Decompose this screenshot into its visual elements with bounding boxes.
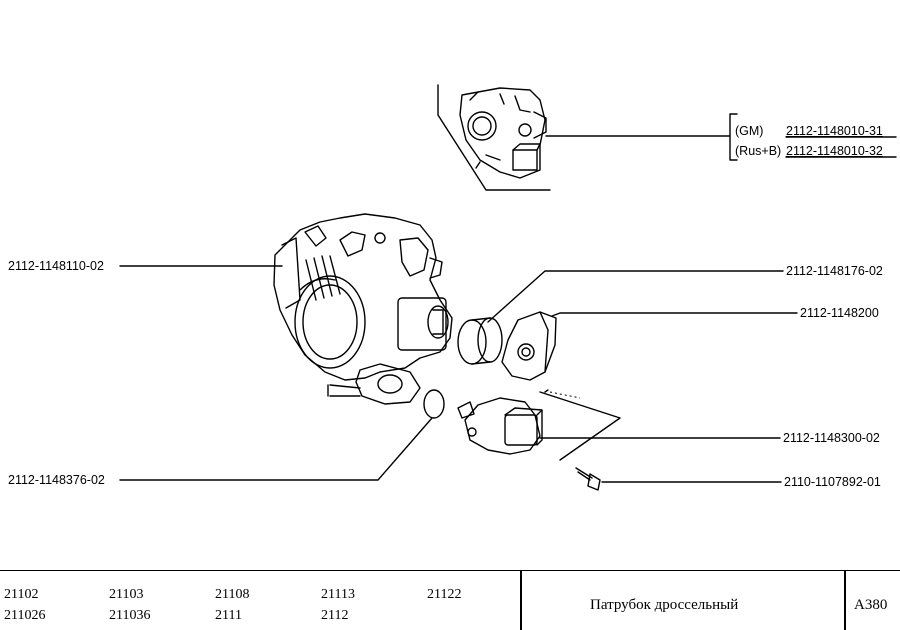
spacer-drawing <box>457 317 503 365</box>
model-number: 21108 <box>215 587 250 602</box>
position-sensor-part-number[interactable]: 2112-1148200 <box>800 306 879 320</box>
throttle-body-part-number[interactable]: 2112-1148110-02 <box>8 259 104 273</box>
idle-regulator-part-number[interactable]: 2112-1148300-02 <box>783 431 880 445</box>
model-number: 21102 <box>4 587 39 602</box>
model-number: 211036 <box>109 608 151 623</box>
inset-gm-variant-label: (GM) <box>735 124 764 138</box>
leader-o-ring <box>119 417 433 481</box>
screw-drawing <box>575 467 601 491</box>
spacer-part-number[interactable]: 2112-1148176-02 <box>786 264 883 278</box>
position-sensor-drawing <box>501 311 557 381</box>
model-number: 211026 <box>4 608 46 623</box>
parts-diagram <box>119 84 897 491</box>
inset-frame <box>437 84 551 191</box>
model-number: 21113 <box>321 587 355 602</box>
o-ring-drawing <box>423 389 445 419</box>
model-number: 21103 <box>109 587 144 602</box>
page-title: Патрубок дроссельный <box>590 597 739 613</box>
page-code: A380 <box>854 597 888 613</box>
inset-rusb-variant-label: (Rus+B) <box>735 144 782 158</box>
inset-gm-part-number[interactable]: 2112-1148010-31 <box>786 124 883 138</box>
model-number: 2112 <box>321 608 349 623</box>
inset-assembly-drawing <box>459 87 547 179</box>
footer-divider <box>844 571 846 630</box>
throttle-body-drawing <box>273 213 453 405</box>
model-number: 21122 <box>427 587 462 602</box>
o-ring-part-number[interactable]: 2112-1148376-02 <box>8 473 105 487</box>
inset-bracket <box>729 113 738 161</box>
footer-table: 21102 21103 21108 21113 21122 211026 211… <box>0 570 900 630</box>
leader-spacer <box>487 270 784 323</box>
idle-regulator-drawing <box>457 397 543 455</box>
inset-rusb-part-number[interactable]: 2112-1148010-32 <box>786 144 883 158</box>
footer-divider <box>520 571 522 630</box>
leader-position-sensor <box>551 312 798 317</box>
model-number: 2111 <box>215 608 242 623</box>
screw-part-number[interactable]: 2110-1107892-01 <box>784 475 881 489</box>
